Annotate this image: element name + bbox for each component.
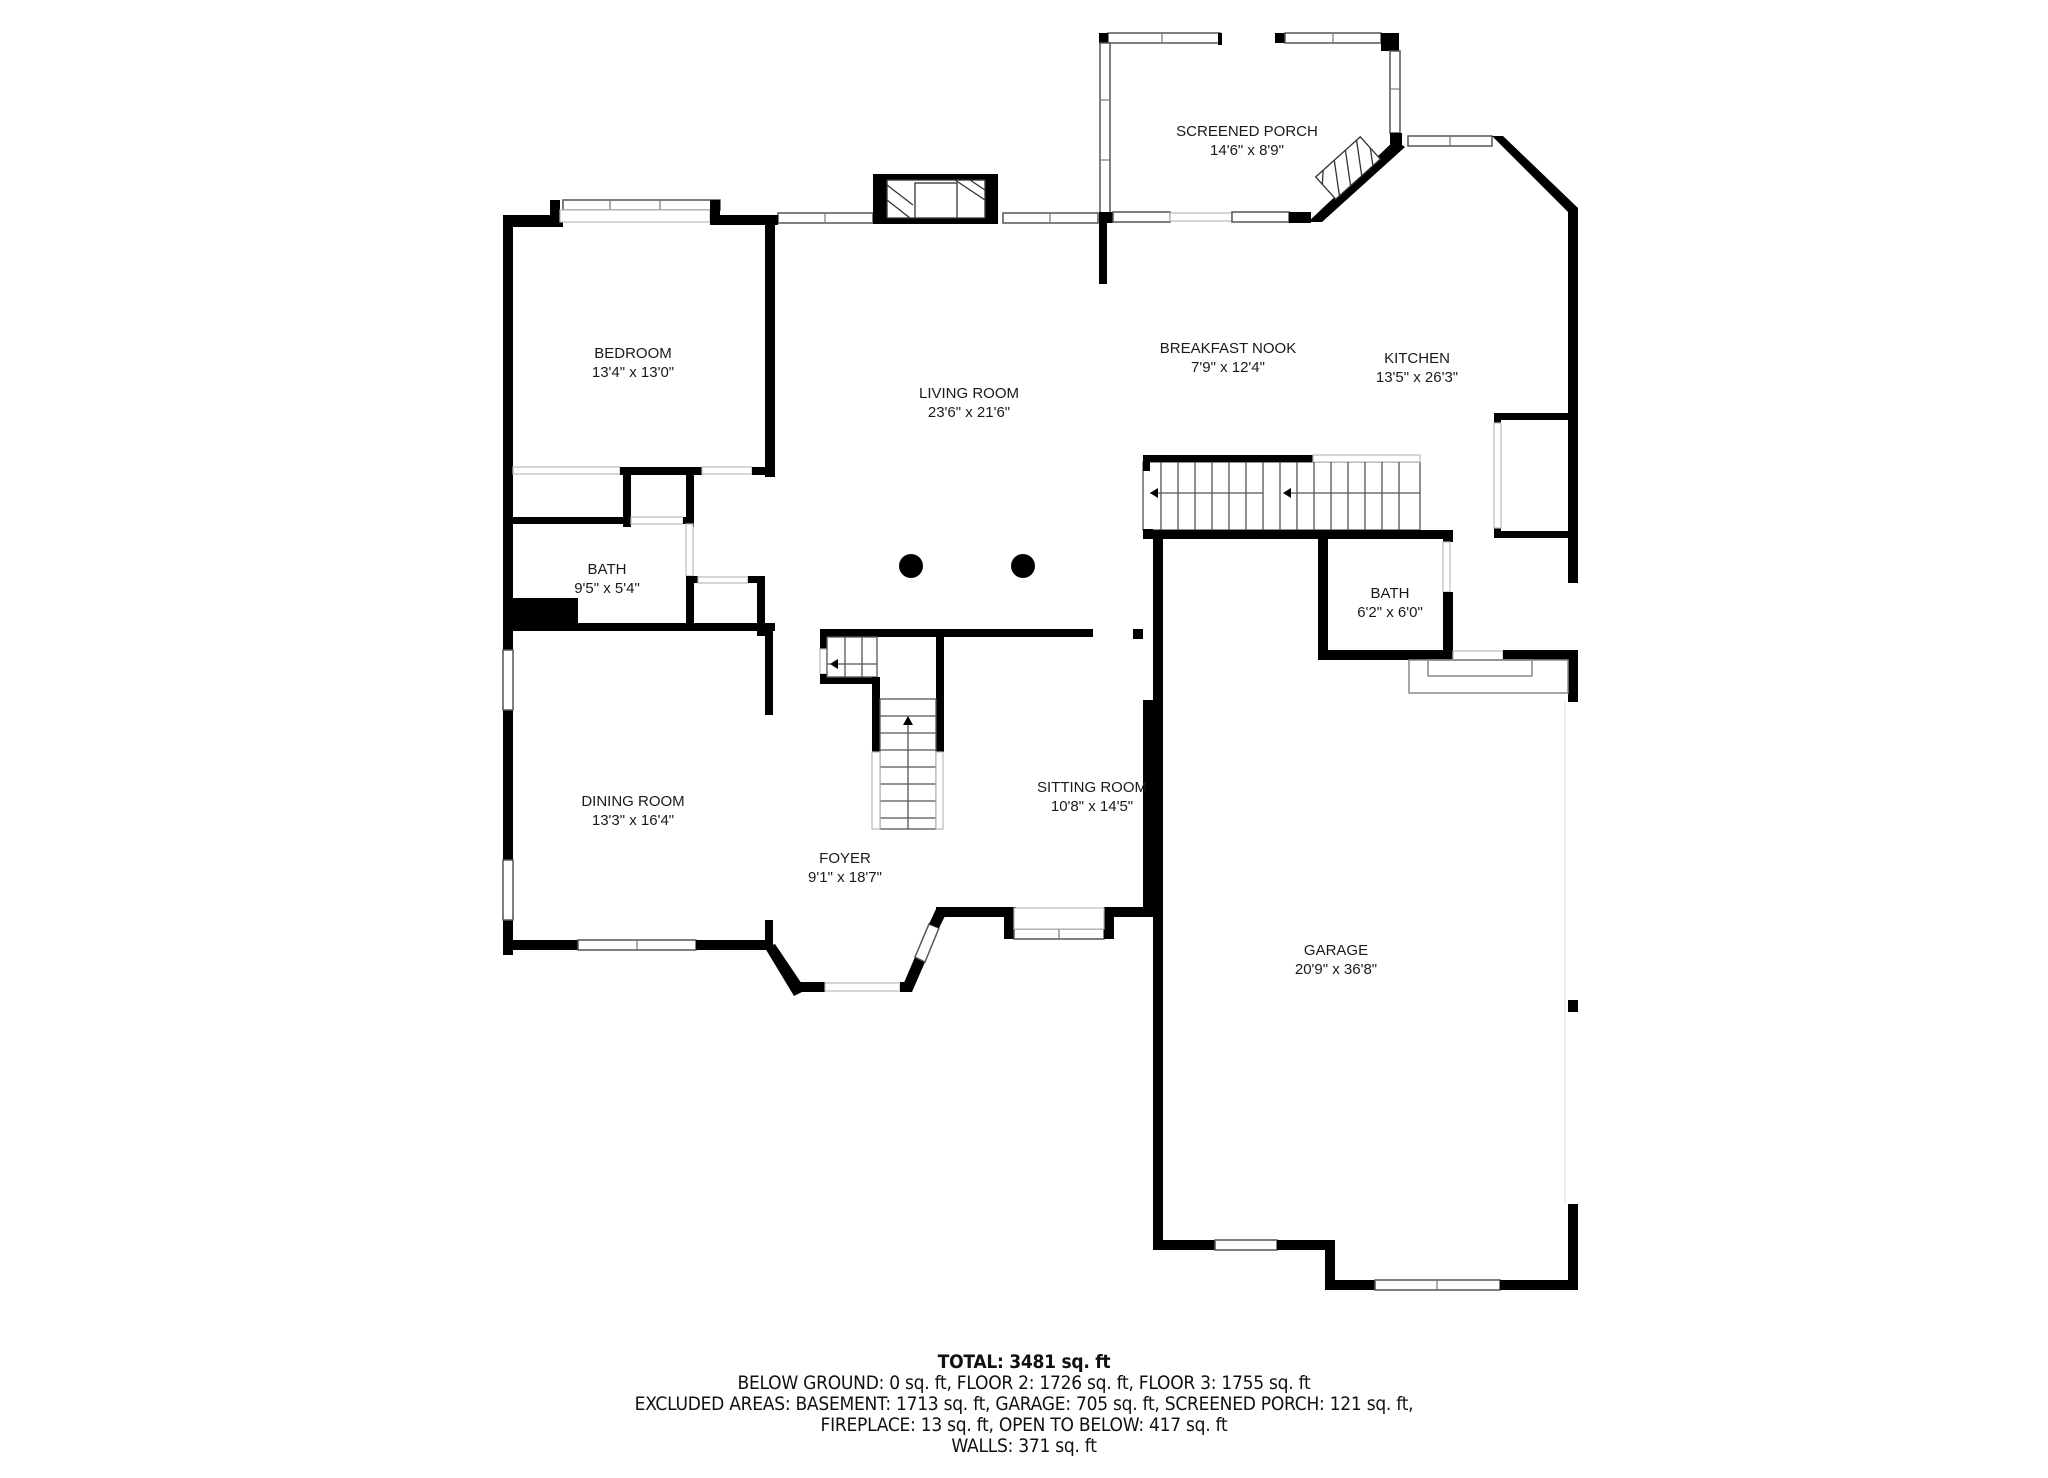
- walls-area: WALLS: 371 sq. ft: [951, 1435, 1097, 1457]
- screened-porch-dims: 14'6" x 8'9": [1210, 142, 1284, 159]
- bedroom-dims: 13'4" x 13'0": [592, 364, 674, 381]
- bath-2-dims: 6'2" x 6'0": [1357, 604, 1423, 621]
- excluded-areas: EXCLUDED AREAS: BASEMENT: 1713 sq. ft, G…: [634, 1393, 1414, 1415]
- excluded-areas-cont: FIREPLACE: 13 sq. ft, OPEN TO BELOW: 417…: [820, 1414, 1228, 1436]
- foyer-stairs: [819, 629, 1093, 830]
- column: [1011, 554, 1035, 578]
- foyer-label: FOYER: [819, 850, 871, 867]
- sitting-room-walls: [1133, 529, 1153, 917]
- bath-1-walls: [513, 467, 775, 636]
- room-labels: SCREENED PORCH 14'6" x 8'9" BEDROOM 13'4…: [574, 123, 1458, 978]
- garage-dims: 20'9" x 36'8": [1295, 961, 1377, 978]
- sitting-room-dims: 10'8" x 14'5": [1051, 798, 1133, 815]
- foyer-bay: [765, 907, 1154, 996]
- kitchen-walls: [1407, 135, 1578, 702]
- sitting-room-label: SITTING ROOM: [1037, 779, 1147, 796]
- foyer-dims: 9'1" x 18'7": [808, 869, 882, 886]
- dining-room-dims: 13'3" x 16'4": [592, 812, 674, 829]
- bedroom-label: BEDROOM: [594, 345, 672, 362]
- floor-areas: BELOW GROUND: 0 sq. ft, FLOOR 2: 1726 sq…: [737, 1372, 1311, 1394]
- breakfast-nook-dims: 7'9" x 12'4": [1191, 359, 1265, 376]
- screened-porch-walls: [1099, 32, 1405, 223]
- kitchen-label: KITCHEN: [1384, 350, 1450, 367]
- living-room-label: LIVING ROOM: [919, 385, 1019, 402]
- upper-stairs: [1142, 454, 1453, 539]
- bedroom-walls: [503, 199, 778, 955]
- living-north-wall: [777, 174, 1107, 284]
- dining-room-label: DINING ROOM: [581, 793, 684, 810]
- breakfast-nook-label: BREAKFAST NOOK: [1160, 340, 1296, 357]
- kitchen-dims: 13'5" x 26'3": [1376, 369, 1458, 386]
- living-room-dims: 23'6" x 21'6": [928, 404, 1010, 421]
- column: [899, 554, 923, 578]
- bath-1-dims: 9'5" x 5'4": [574, 580, 640, 597]
- dining-walls: [502, 630, 773, 951]
- stair-treads: [1150, 462, 1420, 530]
- bath-2-walls: [1318, 530, 1578, 694]
- screened-porch-label: SCREENED PORCH: [1176, 123, 1318, 140]
- total-area: TOTAL: 3481 sq. ft: [937, 1351, 1111, 1373]
- bath-1-label: BATH: [588, 561, 627, 578]
- bath-2-label: BATH: [1371, 585, 1410, 602]
- area-summary: TOTAL: 3481 sq. ft BELOW GROUND: 0 sq. f…: [0, 1352, 2048, 1457]
- garage-walls: [1153, 530, 1578, 1291]
- garage-label: GARAGE: [1304, 942, 1368, 959]
